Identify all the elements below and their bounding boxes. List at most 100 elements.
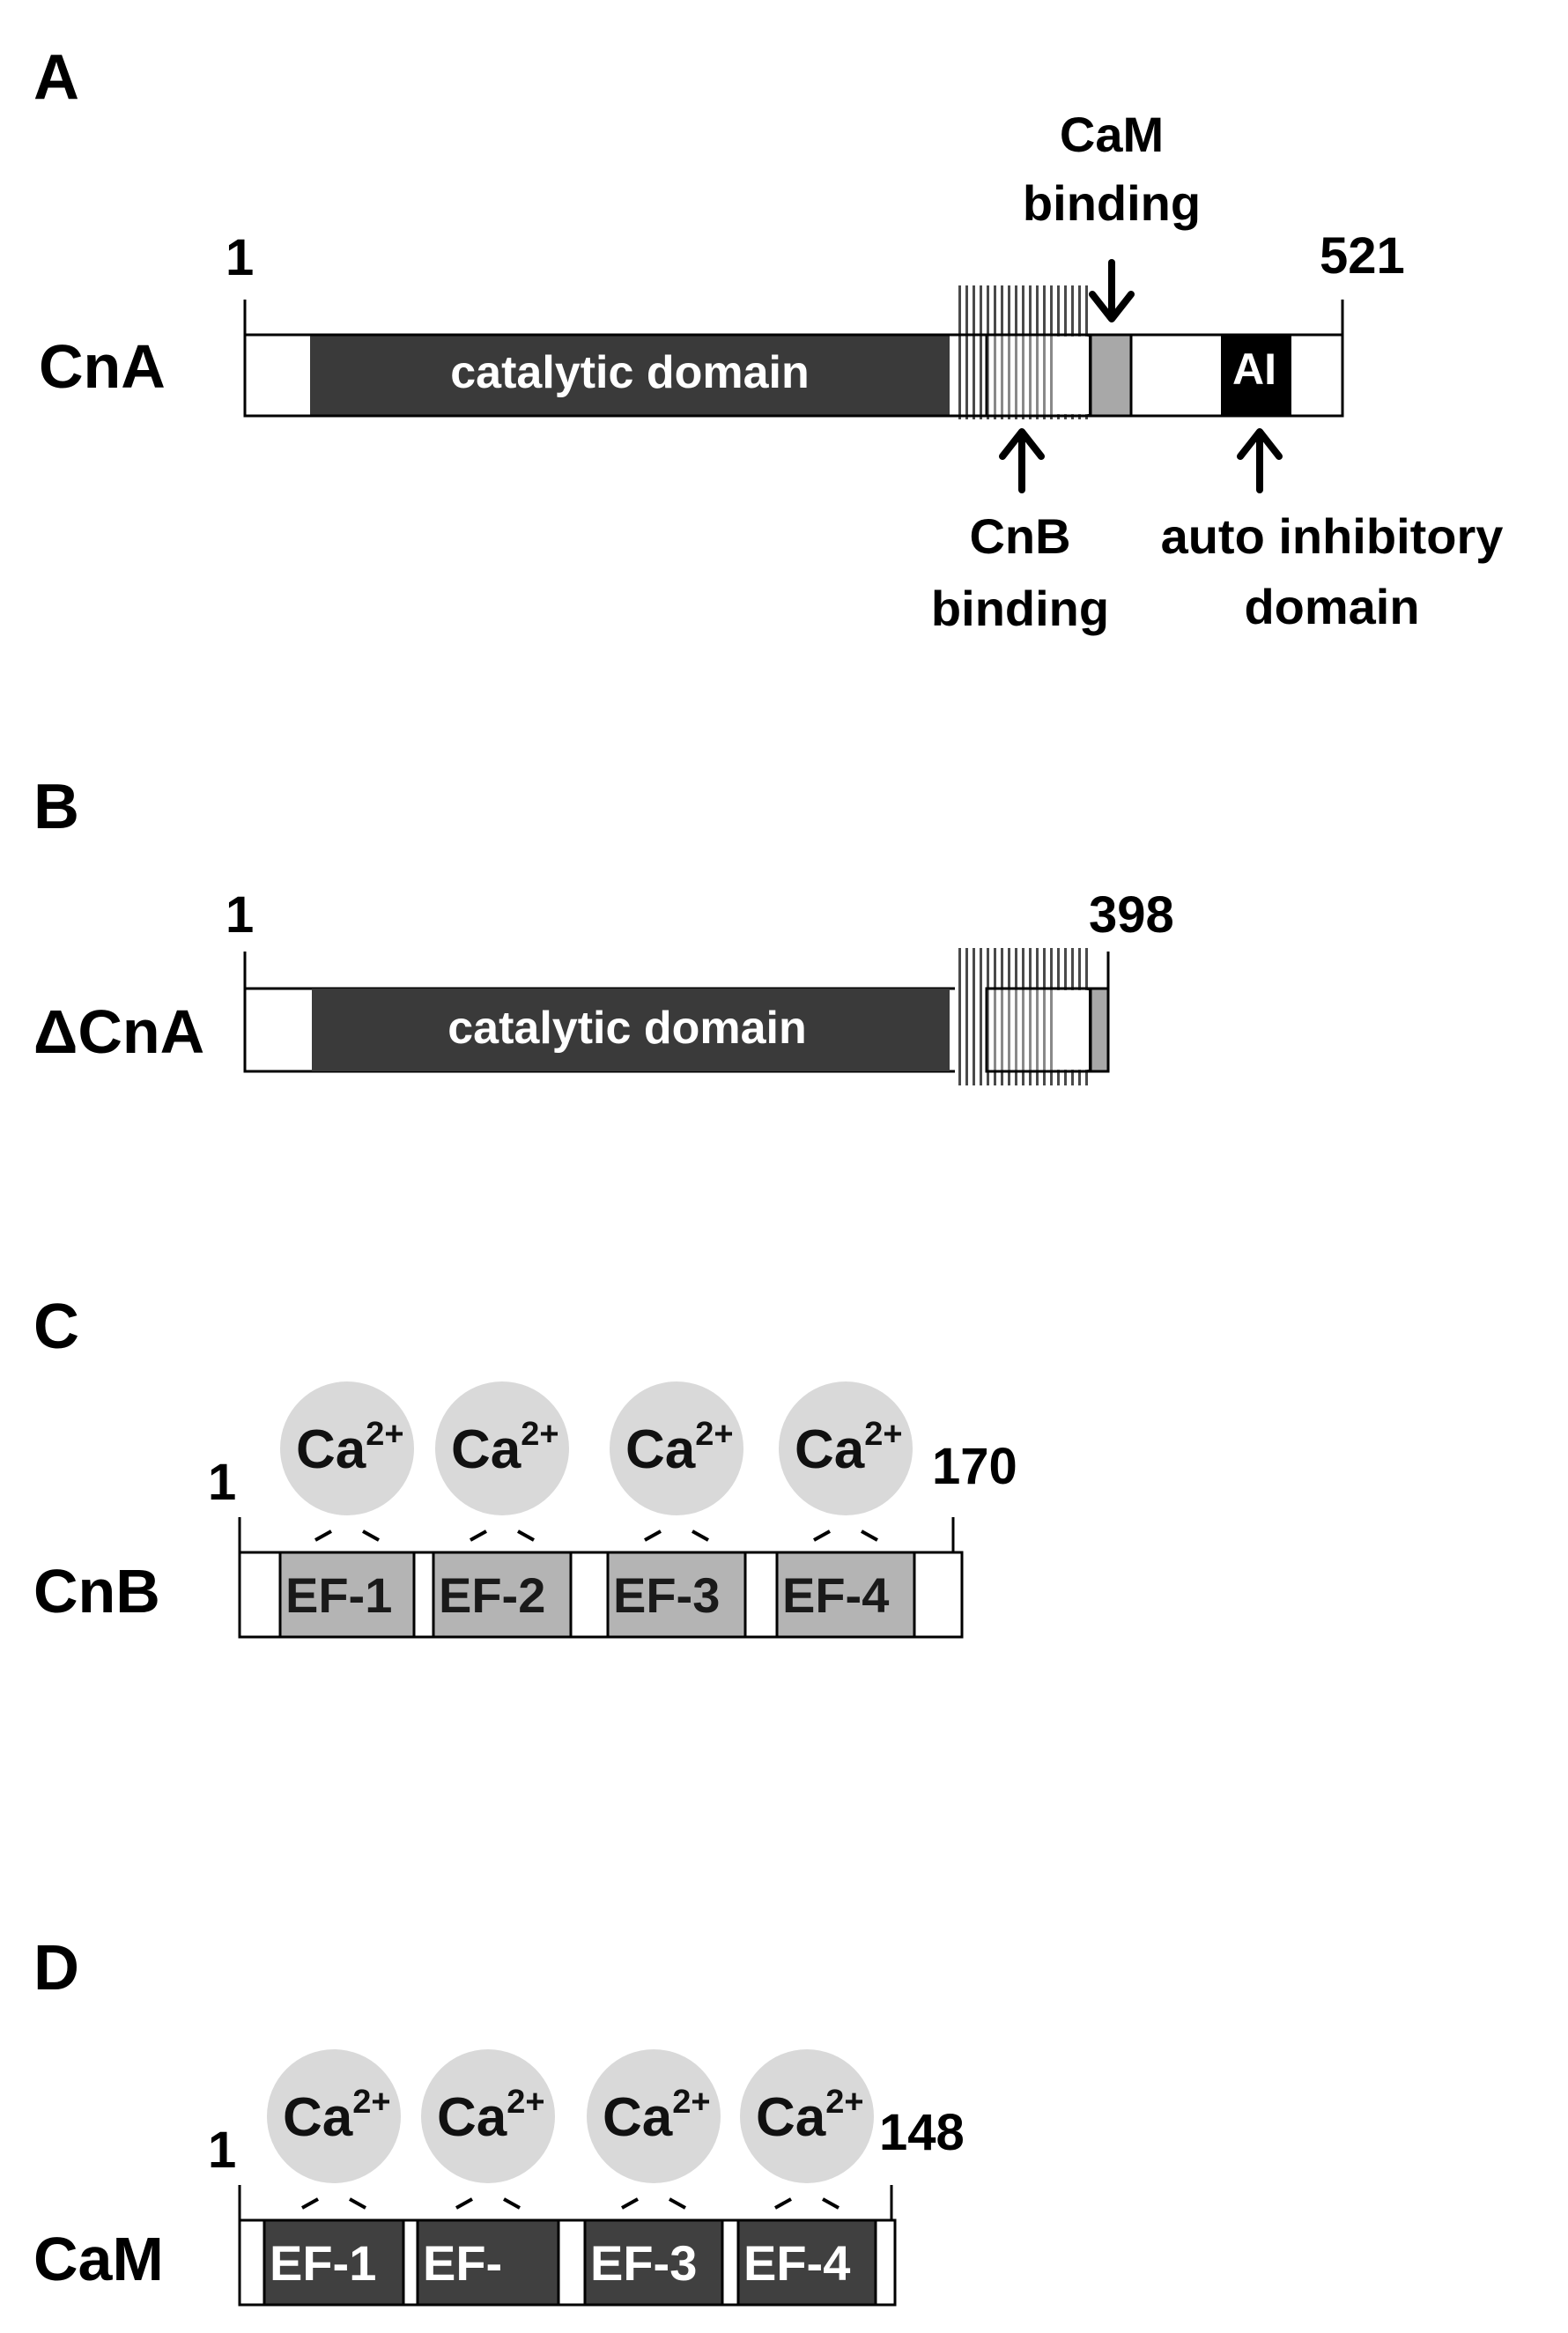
calcium-circle (435, 1381, 569, 1515)
connector-dash (470, 1529, 487, 1542)
connector-dash (813, 1529, 831, 1542)
panel-d-letter: D (33, 1933, 79, 2003)
c-ef-hand-3: EF-3 (606, 1529, 747, 1639)
connector-dash (822, 2197, 839, 2210)
connector-dash (349, 2197, 366, 2210)
ef-hand-label: EF- (423, 2235, 502, 2291)
ef-hand-label: EF-3 (613, 1567, 720, 1623)
ef-hand-box (278, 1551, 416, 1639)
c-calcium-ion-3: Ca2+ (610, 1381, 743, 1515)
ai-arrow (1237, 428, 1283, 493)
delta-cna-protein-label: ΔCnA (33, 997, 204, 1066)
c-ef-hand-2: EF-2 (432, 1529, 573, 1639)
panel-b-letter: B (33, 772, 79, 842)
connector-dash (314, 1529, 332, 1542)
ef-hand-label: EF-4 (782, 1567, 889, 1623)
connector-dash (774, 2197, 792, 2210)
connector-dash (503, 2197, 521, 2210)
c-ef-hand-4: EF-4 (775, 1529, 916, 1639)
cnb-linker-gap (1055, 337, 1089, 414)
ef-hand-box (583, 2218, 724, 2307)
connector-dash (692, 1529, 709, 1542)
ef-hand-label: EF-2 (439, 1567, 545, 1623)
connector-dash (669, 2197, 686, 2210)
d-calcium-ion-3: Ca2+ (587, 2049, 721, 2183)
connector-dash (362, 1529, 380, 1542)
ef-hand-box (736, 2218, 877, 2307)
cnb-ef-hands: EF-1 EF-2 EF-3 EF-4 (278, 1529, 916, 1639)
calcium-circle (610, 1381, 743, 1515)
delta-catalytic-domain-block (312, 989, 950, 1071)
connector-dash (517, 1529, 535, 1542)
delta-cna-end-number: 398 (1089, 886, 1174, 944)
cnb-binding-arrow (999, 428, 1045, 493)
calcium-circle (421, 2049, 555, 2183)
cam-start-number: 1 (208, 2122, 236, 2179)
connector-dash (455, 2197, 473, 2210)
connector-dash (861, 1529, 878, 1542)
ef-hand-label: EF-1 (285, 1567, 392, 1623)
d-ef-hand-1: EF-1 (263, 2197, 405, 2307)
ef-hand-box (775, 1551, 916, 1639)
ai-label: AI (1232, 344, 1276, 394)
cna-outline-top (243, 333, 1344, 418)
panel-c-letter: C (33, 1292, 79, 1362)
d-calcium-ion-4: Ca2+ (740, 2049, 874, 2183)
ef-hand-box (606, 1551, 747, 1639)
c-calcium-ion-1: Ca2+ (280, 1381, 414, 1515)
calcium-circle (267, 2049, 401, 2183)
ai-block (1221, 335, 1291, 416)
cam-binding-arrow (1089, 259, 1135, 322)
ef-hand-label: EF-4 (743, 2235, 850, 2291)
d-ef-hand-4: EF-4 (736, 2197, 877, 2307)
ef-hand-box (416, 2218, 560, 2307)
cnb-start-number: 1 (208, 1454, 236, 1511)
catalytic-domain-block (310, 335, 950, 416)
ef-hand-label: EF-3 (590, 2235, 697, 2291)
cam-calcium-ions: Ca2+Ca2+Ca2+Ca2+ (267, 2049, 874, 2183)
ef-hand-box (432, 1551, 573, 1639)
ai-label-line1: auto inhibitory (1161, 508, 1504, 564)
panel-a: A CnA 1 521 CaM binding catalytic domain… (33, 42, 1503, 636)
delta-cna-bar: catalytic domain (243, 948, 1110, 1085)
cam-binding-label-line1: CaM (1060, 107, 1164, 162)
connector-dash (621, 2197, 639, 2210)
cnb-protein-label: CnB (33, 1557, 160, 1626)
panel-b: B ΔCnA 1 398 catalytic domain (33, 772, 1174, 1085)
calcium-circle (587, 2049, 721, 2183)
ef-hand-label: EF-1 (270, 2235, 376, 2291)
cam-ef-hands: EF-1 EF- EF-3 EF-4 (263, 2197, 877, 2307)
calcium-circle (740, 2049, 874, 2183)
delta-truncated-cam-block (1089, 987, 1110, 1073)
cnb-binding-label-line2: binding (931, 581, 1109, 636)
c-ef-hand-1: EF-1 (278, 1529, 416, 1639)
d-calcium-ion-1: Ca2+ (267, 2049, 401, 2183)
d-ef-hand-2: EF- (416, 2197, 560, 2307)
panel-c: C CnB 1 170 EF-1 EF-2 EF-3 EF-4 Ca2+ Ca2+ Ca2… (33, 1292, 1017, 1639)
ef-hand-box (263, 2218, 405, 2307)
cam-end-number: 148 (879, 2104, 965, 2161)
cna-bar: catalytic domain AI (243, 285, 1344, 419)
cna-protein-label: CnA (39, 332, 166, 401)
cam-binding-block (1089, 333, 1133, 418)
delta-linker-gap (1057, 990, 1089, 1070)
connector-dash (301, 2197, 319, 2210)
cnb-end-number: 170 (932, 1438, 1017, 1495)
d-ef-hand-3: EF-3 (583, 2197, 724, 2307)
cna-start-number: 1 (226, 229, 254, 286)
cnb-binding-label-line1: CnB (969, 508, 1070, 564)
calcium-circle (280, 1381, 414, 1515)
catalytic-domain-label: catalytic domain (450, 347, 809, 398)
connector-dash (644, 1529, 662, 1542)
cam-protein-label: CaM (33, 2225, 164, 2293)
cam-binding-label-line2: binding (1023, 175, 1201, 231)
delta-catalytic-domain-label: catalytic domain (447, 1003, 806, 1054)
cna-end-number: 521 (1320, 227, 1405, 285)
ai-label-line2: domain (1244, 579, 1419, 634)
calcium-circle (779, 1381, 913, 1515)
delta-cna-start-number: 1 (226, 886, 254, 944)
c-calcium-ion-4: Ca2+ (779, 1381, 913, 1515)
cnb-calcium-ions: Ca2+Ca2+Ca2+Ca2+ (280, 1381, 913, 1515)
